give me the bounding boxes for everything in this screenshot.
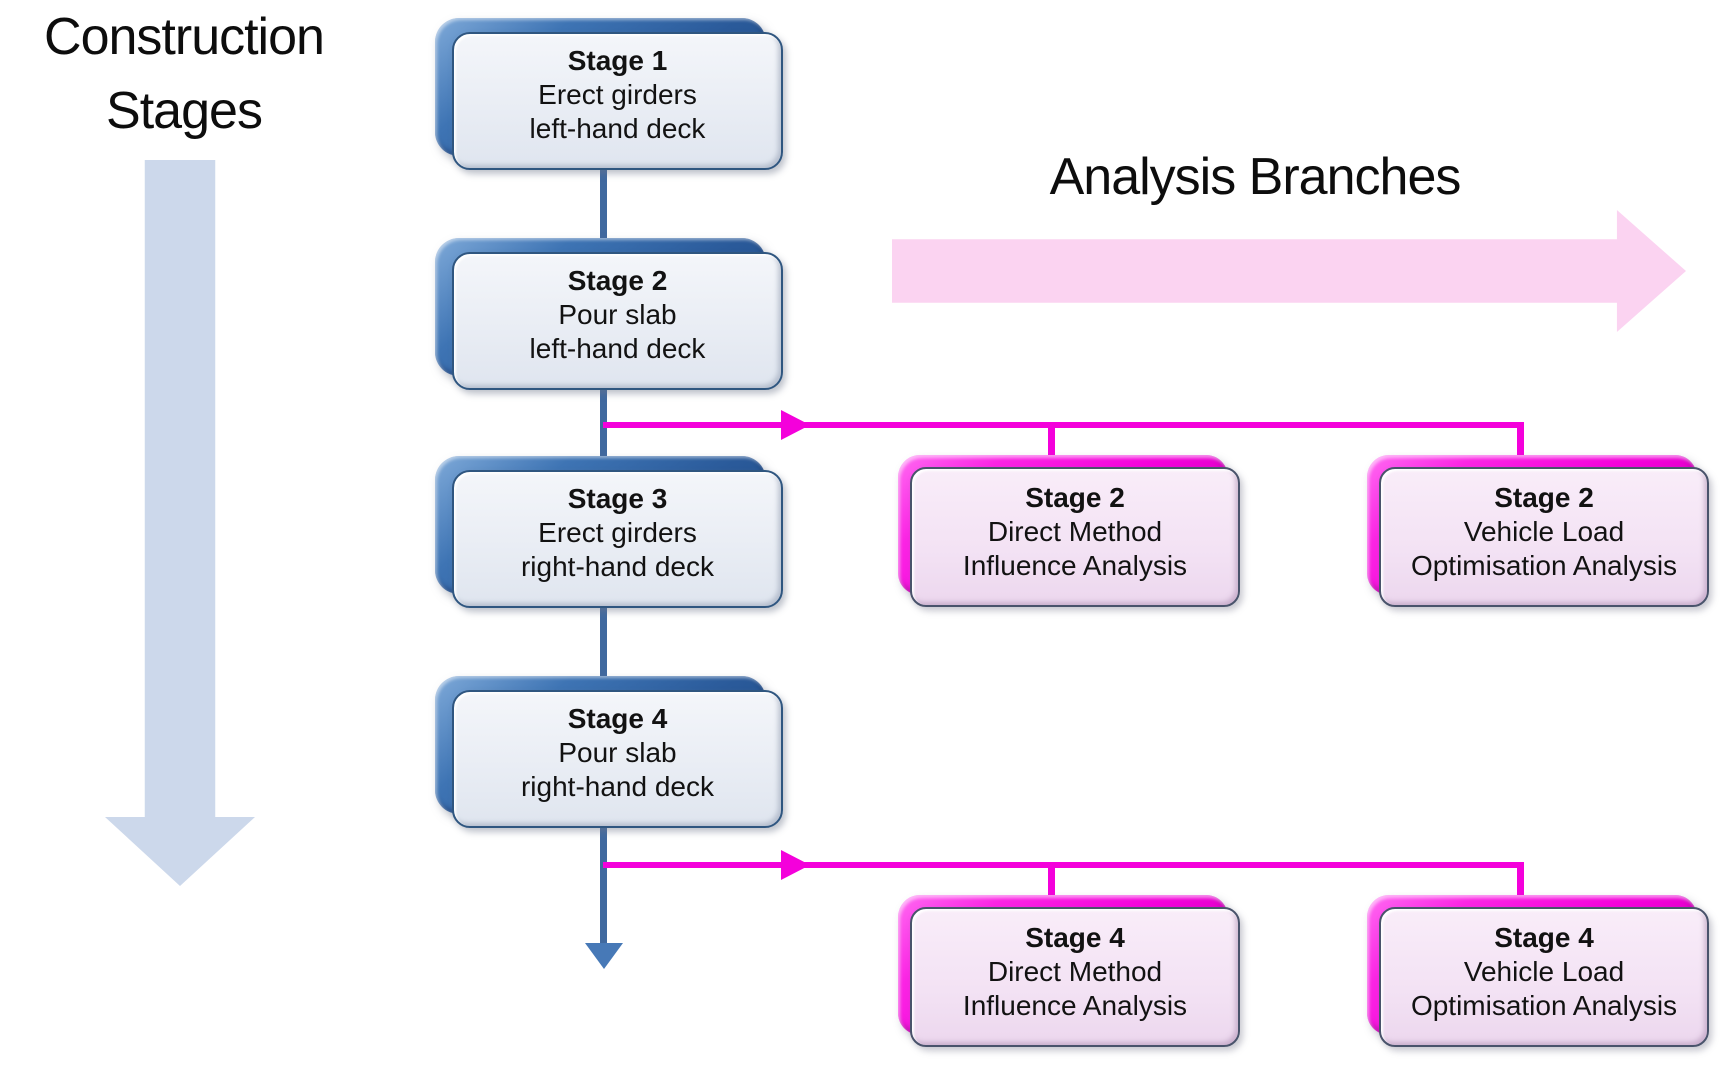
analysis-box-stage2-direct: Stage 2 Direct Method Influence Analysis xyxy=(898,455,1254,621)
stage4-panel: Stage 4 Pour slab right-hand deck xyxy=(452,690,783,828)
construction-stages-title: Construction Stages xyxy=(0,0,368,148)
analysis-panel-stage4-direct: Stage 4 Direct Method Influence Analysis xyxy=(910,907,1240,1047)
stage1-box: Stage 1 Erect girders left-hand deck xyxy=(435,18,789,178)
analysis-line1-stage4-vlo: Vehicle Load xyxy=(1463,956,1625,987)
branch-drop-stage2-direct xyxy=(1048,422,1055,460)
stage1-line2: left-hand deck xyxy=(529,113,706,144)
analysis-line2-stage2-vlo: Optimisation Analysis xyxy=(1410,550,1678,581)
analysis-box-stage2-vlo: Stage 2 Vehicle Load Optimisation Analys… xyxy=(1367,455,1723,621)
stage3-box: Stage 3 Erect girders right-hand deck xyxy=(435,456,789,616)
analysis-panel-stage4-vlo: Stage 4 Vehicle Load Optimisation Analys… xyxy=(1379,907,1709,1047)
construction-title-line2: Stages xyxy=(106,82,263,140)
stage2-panel: Stage 2 Pour slab left-hand deck xyxy=(452,252,783,390)
analysis-heading-stage4-direct: Stage 4 xyxy=(1025,922,1125,953)
branch-line-stage4 xyxy=(603,862,1524,868)
stage2-line1: Pour slab xyxy=(558,299,677,330)
analysis-box-stage4-vlo: Stage 4 Vehicle Load Optimisation Analys… xyxy=(1367,895,1723,1061)
analysis-line1-stage2-vlo: Vehicle Load xyxy=(1463,516,1625,547)
stage3-heading: Stage 3 xyxy=(567,483,668,514)
right-arrow-icon xyxy=(892,210,1686,332)
stage3-line2: right-hand deck xyxy=(520,551,714,582)
analysis-line2-stage2-direct: Influence Analysis xyxy=(962,550,1188,581)
stage3-panel: Stage 3 Erect girders right-hand deck xyxy=(452,470,783,608)
branch-arrowhead-stage4-icon xyxy=(781,850,810,880)
stage3-line1: Erect girders xyxy=(538,517,697,548)
analysis-panel-stage2-direct: Stage 2 Direct Method Influence Analysis xyxy=(910,467,1240,607)
stage2-heading: Stage 2 xyxy=(567,265,668,296)
stage4-box: Stage 4 Pour slab right-hand deck xyxy=(435,676,789,836)
stage1-line1: Erect girders xyxy=(538,79,697,110)
stage4-line2: right-hand deck xyxy=(520,771,714,802)
construction-title-line1: Construction xyxy=(44,8,325,66)
stage1-heading: Stage 1 xyxy=(567,45,668,76)
analysis-heading-stage4-vlo: Stage 4 xyxy=(1494,922,1594,953)
stage4-line1: Pour slab xyxy=(558,737,677,768)
stage4-heading: Stage 4 xyxy=(567,703,668,734)
branch-drop-stage2-vlo xyxy=(1517,422,1524,462)
branch-line-stage2 xyxy=(603,422,1524,428)
analysis-line2-stage4-vlo: Optimisation Analysis xyxy=(1410,990,1678,1021)
analysis-line1-stage2-direct: Direct Method xyxy=(987,516,1163,547)
branch-drop-stage4-direct xyxy=(1048,862,1055,900)
stage2-line2: left-hand deck xyxy=(529,333,706,364)
analysis-heading-stage2-direct: Stage 2 xyxy=(1025,482,1125,513)
down-arrow-icon xyxy=(105,160,255,886)
analysis-branches-title: Analysis Branches xyxy=(1049,148,1462,206)
stage1-panel: Stage 1 Erect girders left-hand deck xyxy=(452,32,783,170)
branch-arrowhead-stage2-icon xyxy=(781,410,810,440)
analysis-panel-stage2-vlo: Stage 2 Vehicle Load Optimisation Analys… xyxy=(1379,467,1709,607)
analysis-heading-stage2-vlo: Stage 2 xyxy=(1494,482,1594,513)
analysis-line2-stage4-direct: Influence Analysis xyxy=(962,990,1188,1021)
branch-drop-stage4-vlo xyxy=(1517,862,1524,902)
stage2-box: Stage 2 Pour slab left-hand deck xyxy=(435,238,789,398)
analysis-line1-stage4-direct: Direct Method xyxy=(987,956,1163,987)
spine-arrowhead-icon xyxy=(585,943,623,969)
analysis-box-stage4-direct: Stage 4 Direct Method Influence Analysis xyxy=(898,895,1254,1061)
